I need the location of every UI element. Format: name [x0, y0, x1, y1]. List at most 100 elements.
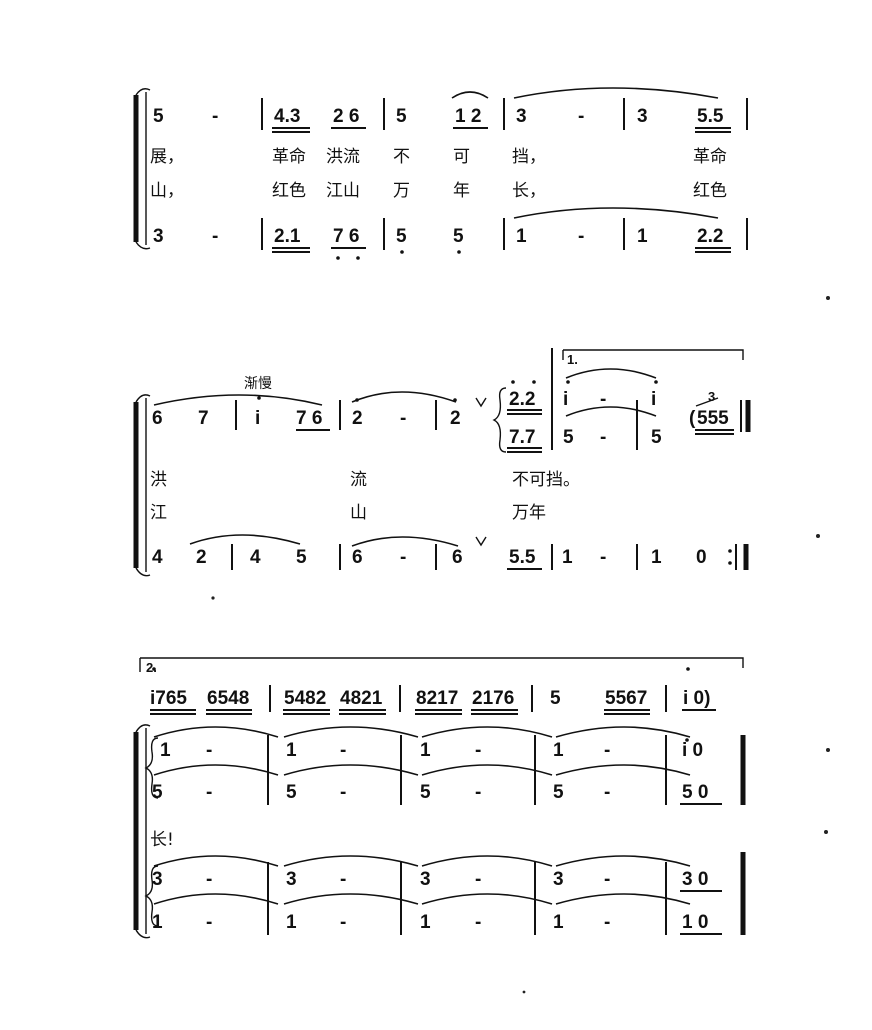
note: 5 — [453, 226, 464, 247]
system-1: 5 - 4.3 2 6 5 1 2 3 - 3 5.5 展， 革命 洪流 不 可… — [133, 87, 748, 260]
note: - — [400, 408, 406, 429]
note-group: 6548 — [207, 688, 249, 709]
note: 5 — [152, 782, 163, 803]
note: - — [212, 226, 218, 247]
lyric: 万年 — [512, 503, 546, 523]
note: 5 — [286, 782, 297, 803]
barlines-upper — [267, 735, 667, 805]
note: 3 — [153, 226, 164, 247]
octave-dot — [336, 256, 340, 260]
lyric: 可 — [453, 147, 470, 167]
note: 7 — [198, 408, 209, 429]
note: 5.5 — [509, 547, 536, 568]
note: 5 0 — [682, 782, 708, 803]
beam-underlines — [272, 127, 731, 133]
print-speck — [522, 990, 526, 994]
volta-number: 2. — [146, 660, 157, 675]
beam-underlines — [507, 409, 542, 453]
octave-dot — [532, 380, 536, 384]
note: - — [475, 740, 481, 761]
note: 7.7 — [509, 427, 535, 448]
octave-dot — [356, 256, 360, 260]
lyric: 革命 — [272, 147, 306, 167]
note: 6 — [152, 408, 163, 429]
lyric: 革命 — [693, 147, 727, 167]
print-speck — [211, 596, 215, 600]
note: 5 — [553, 782, 564, 803]
note: - — [340, 869, 346, 890]
note-group: 5482 — [284, 688, 326, 709]
lyric: 洪流 — [326, 147, 360, 167]
note: 3 — [516, 106, 527, 127]
note: 555 — [697, 408, 729, 429]
bracket-hook-top — [135, 394, 151, 403]
ties — [153, 764, 691, 776]
tempo-marking: 渐慢 — [244, 375, 272, 392]
note-group: i 0) — [683, 688, 710, 709]
note: 3 — [553, 869, 564, 890]
note: 5 — [420, 782, 431, 803]
note: - — [206, 869, 212, 890]
lyric: 红色 — [693, 181, 727, 201]
note: 2.2 — [697, 226, 723, 247]
note: 2.2 — [509, 389, 535, 410]
note: i 0 — [682, 740, 703, 761]
note: 4.3 — [274, 106, 300, 127]
note: - — [340, 782, 346, 803]
note: 1 — [286, 912, 297, 933]
barlines-upper — [235, 348, 742, 450]
ties — [153, 855, 691, 867]
note: - — [340, 912, 346, 933]
note-group: 2176 — [472, 688, 514, 709]
note: 1 — [160, 740, 171, 761]
breath-mark — [475, 397, 487, 408]
note: - — [600, 427, 606, 448]
octave-dot — [457, 250, 461, 254]
note: 6 — [452, 547, 463, 568]
note: 2 — [196, 547, 207, 568]
note-group: 5567 — [605, 688, 647, 709]
lyric: 挡， — [512, 147, 546, 167]
note: 7 6 — [333, 226, 359, 247]
note: 2 6 — [333, 106, 359, 127]
note: 3 — [286, 869, 297, 890]
system-2: 渐慢 1. 6 7 i 7 6 2 - 2 2.2 7.7 i - i 5 - … — [133, 348, 751, 577]
barlines-upper — [261, 98, 748, 130]
note: 5 — [651, 427, 662, 448]
note: 1 — [286, 740, 297, 761]
note: 1 — [637, 226, 648, 247]
note: - — [400, 547, 406, 568]
note: - — [475, 869, 481, 890]
note: 1 2 — [455, 106, 481, 127]
lyric: 山 — [350, 503, 367, 523]
note: 1 — [553, 912, 564, 933]
note: 1 — [562, 547, 573, 568]
barlines-lower — [261, 218, 748, 250]
lyric: 洪 — [150, 470, 167, 490]
note: i — [563, 389, 568, 410]
barlines-lower — [231, 544, 737, 570]
lyric: 万 — [393, 181, 410, 201]
note: - — [600, 389, 606, 410]
tie — [351, 391, 457, 403]
note: - — [604, 869, 610, 890]
note: - — [206, 912, 212, 933]
note: - — [206, 782, 212, 803]
system-3: 2. i765 6548 5482 4821 8217 2176 5 5567 … — [133, 657, 746, 939]
grace-note: 3 — [708, 389, 715, 404]
slur — [189, 534, 301, 545]
note: 1 — [651, 547, 662, 568]
ties — [153, 893, 691, 905]
divisi-brace — [492, 387, 507, 453]
note: - — [600, 547, 606, 568]
note: 6 — [352, 547, 363, 568]
tie — [513, 207, 719, 219]
beam-underlines — [150, 709, 716, 715]
lyric: 展， — [150, 147, 184, 167]
octave-dot — [355, 398, 359, 402]
lyric: 长! — [150, 830, 174, 850]
note: 5 — [550, 688, 561, 709]
lyric: 江 — [150, 503, 167, 523]
note: i — [255, 408, 260, 429]
